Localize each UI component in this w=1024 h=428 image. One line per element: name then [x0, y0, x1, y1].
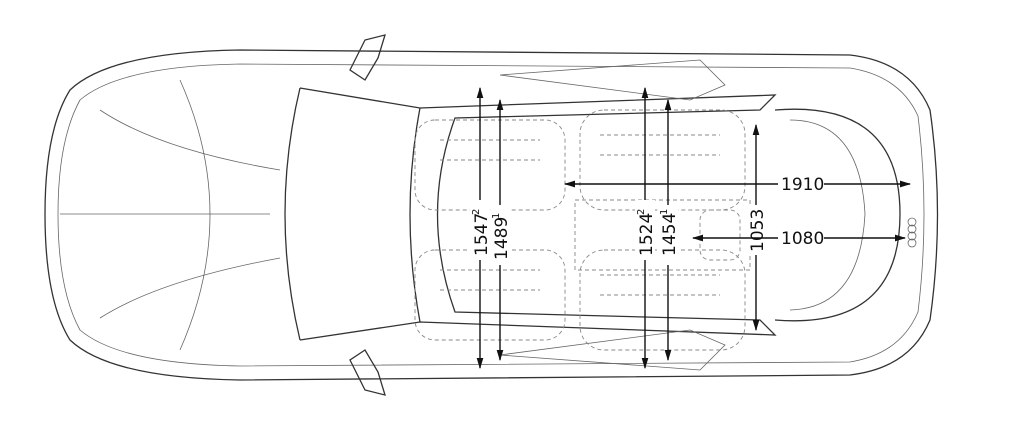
dimension-1454: 1454 1 — [658, 98, 680, 362]
dim-label-1547: 1547 — [472, 213, 492, 256]
dimension-1524: 1524 2 — [635, 86, 657, 370]
dimension-1080: 1080 — [691, 228, 907, 249]
dimension-1547: 1547 2 — [470, 86, 492, 370]
dimension-1489: 1489 1 — [491, 98, 512, 362]
dimension-1910: 1910 — [563, 174, 912, 195]
dim-label-1524: 1524 — [637, 213, 657, 256]
brand-rings-logo — [907, 217, 917, 248]
dim-label-1080: 1080 — [781, 229, 824, 249]
dim-note-1524: 2 — [636, 209, 647, 215]
dim-label-1454: 1454 — [660, 213, 680, 256]
dim-label-1053: 1053 — [748, 209, 768, 252]
car-body-outline — [44, 34, 939, 396]
dim-note-1454: 1 — [659, 209, 670, 215]
dim-note-1547: 2 — [471, 209, 482, 215]
dim-label-1489: 1489 — [492, 217, 512, 260]
dim-note-1489: 1 — [491, 213, 502, 219]
dim-label-1910: 1910 — [781, 175, 824, 195]
dimension-1053: 1053 — [746, 123, 768, 332]
seats-dashed-outline — [414, 109, 751, 351]
